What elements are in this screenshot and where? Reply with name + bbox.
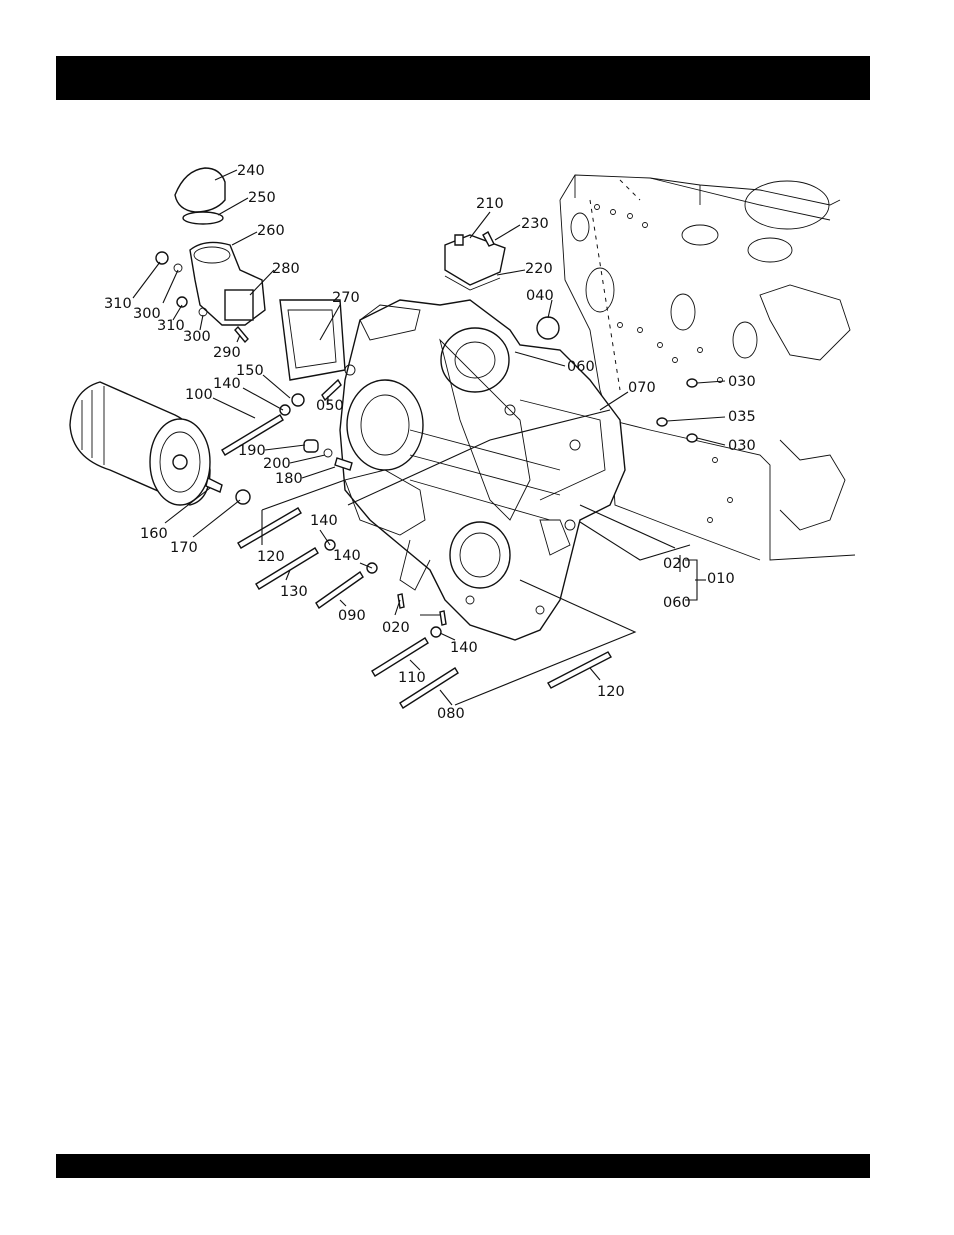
callout-280: 280 [272,261,300,277]
callout-310: 310 [104,296,132,312]
callout-200: 200 [263,456,291,472]
footer-bar [56,1154,870,1178]
callout-030: 030 [728,438,756,454]
callout-110: 110 [398,670,426,686]
callout-060: 060 [663,595,691,611]
callout-070: 070 [628,380,656,396]
callout-040: 040 [526,288,554,304]
callout-060: 060 [567,359,595,375]
gear-case-cover-illustration [340,300,625,640]
callout-120: 120 [257,549,285,565]
callout-010: 010 [707,571,735,587]
callout-270: 270 [332,290,360,306]
callout-050: 050 [316,398,344,414]
callout-020: 020 [663,556,691,572]
callout-100: 100 [185,387,213,403]
callout-230: 230 [521,216,549,232]
callout-035: 035 [728,409,756,425]
callout-190: 190 [238,443,266,459]
callout-140: 140 [450,640,478,656]
callout-300: 300 [183,329,211,345]
callout-220: 220 [525,261,553,277]
callout-160: 160 [140,526,168,542]
callout-210: 210 [476,196,504,212]
callout-120: 120 [597,684,625,700]
callout-250: 250 [248,190,276,206]
callout-310: 310 [157,318,185,334]
callout-180: 180 [275,471,303,487]
callout-140: 140 [213,376,241,392]
callout-260: 260 [257,223,285,239]
callout-090: 090 [338,608,366,624]
callout-080: 080 [437,706,465,722]
callout-130: 130 [280,584,308,600]
callout-020: 020 [382,620,410,636]
callout-030: 030 [728,374,756,390]
callout-290: 290 [213,345,241,361]
callout-140: 140 [310,513,338,529]
callout-140: 140 [333,548,361,564]
callout-170: 170 [170,540,198,556]
callout-240: 240 [237,163,265,179]
